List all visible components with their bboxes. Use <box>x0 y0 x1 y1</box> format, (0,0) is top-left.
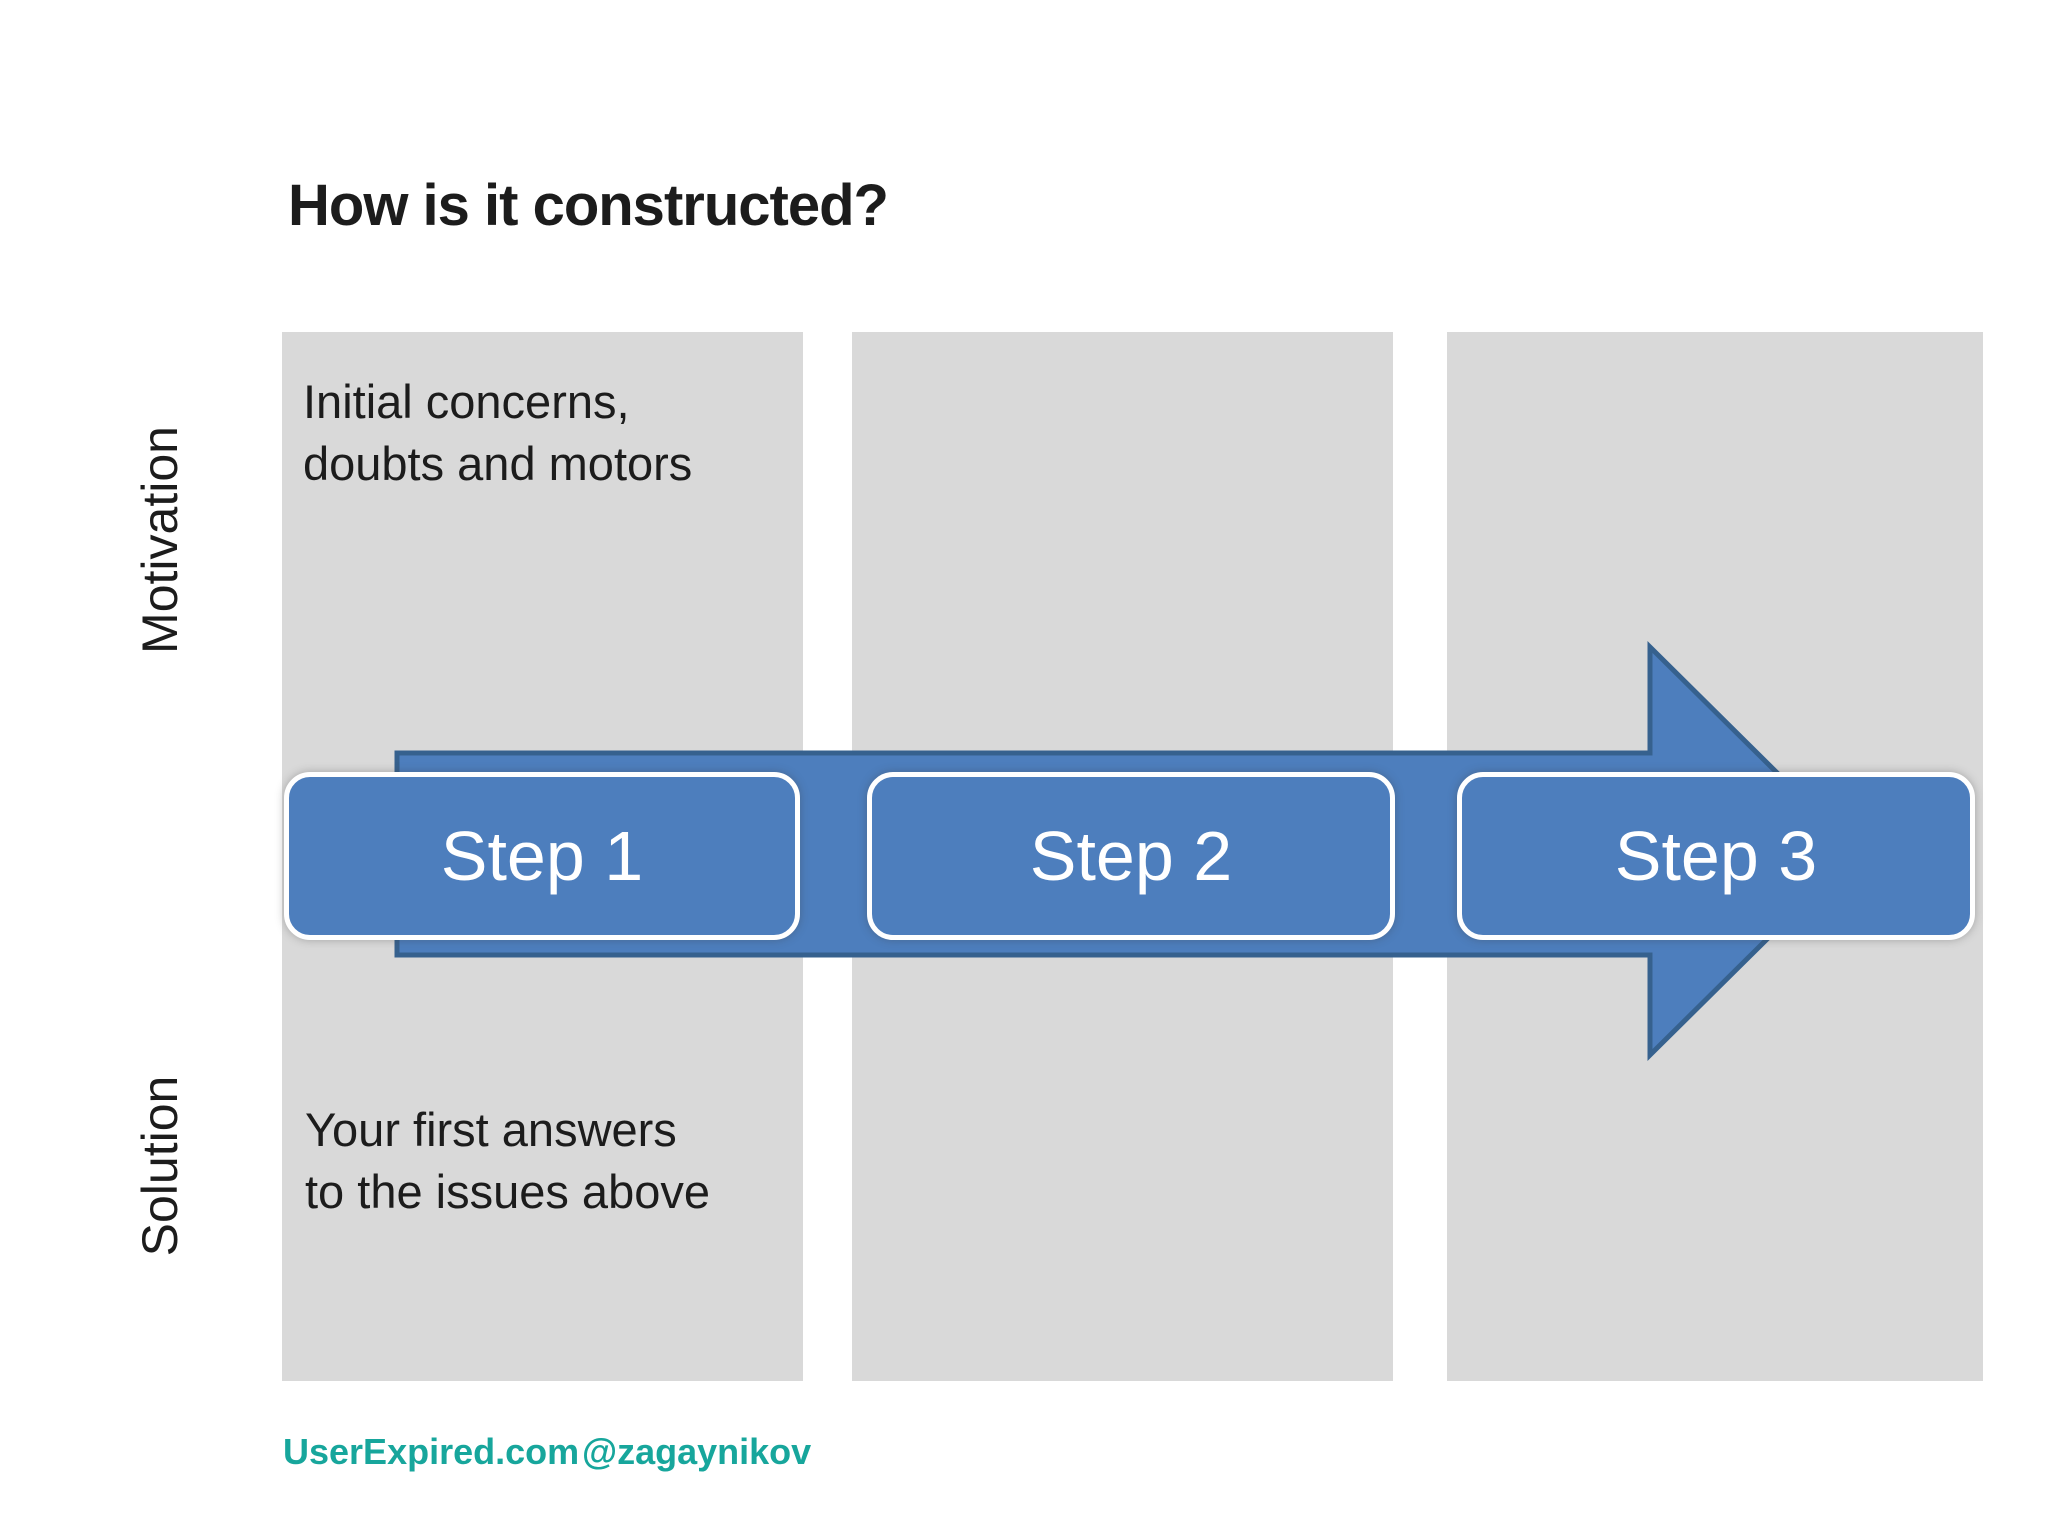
motivation-column1-text: Initial concerns, doubts and motors <box>303 371 692 495</box>
footer-handle-text: @zagaynikov <box>582 1431 812 1472</box>
step-1-shape: Step 1 <box>284 772 800 940</box>
slide-title: How is it constructed? <box>288 173 889 238</box>
step-1-label: Step 1 <box>440 817 644 895</box>
solution-column1-text: Your first answers to the issues above <box>305 1099 710 1223</box>
step-2-shape: Step 2 <box>867 772 1395 940</box>
step-2-label: Step 2 <box>1029 817 1233 895</box>
footer-site-text: UserExpired.com <box>283 1431 580 1472</box>
solution-column1-line1: Your first answers <box>305 1103 677 1156</box>
step-3-label: Step 3 <box>1614 817 1818 895</box>
motivation-column1-line1: Initial concerns, <box>303 375 630 428</box>
solution-column1-line2: to the issues above <box>305 1165 710 1218</box>
motivation-column1-line2: doubts and motors <box>303 437 693 490</box>
step-3-shape: Step 3 <box>1457 772 1975 940</box>
